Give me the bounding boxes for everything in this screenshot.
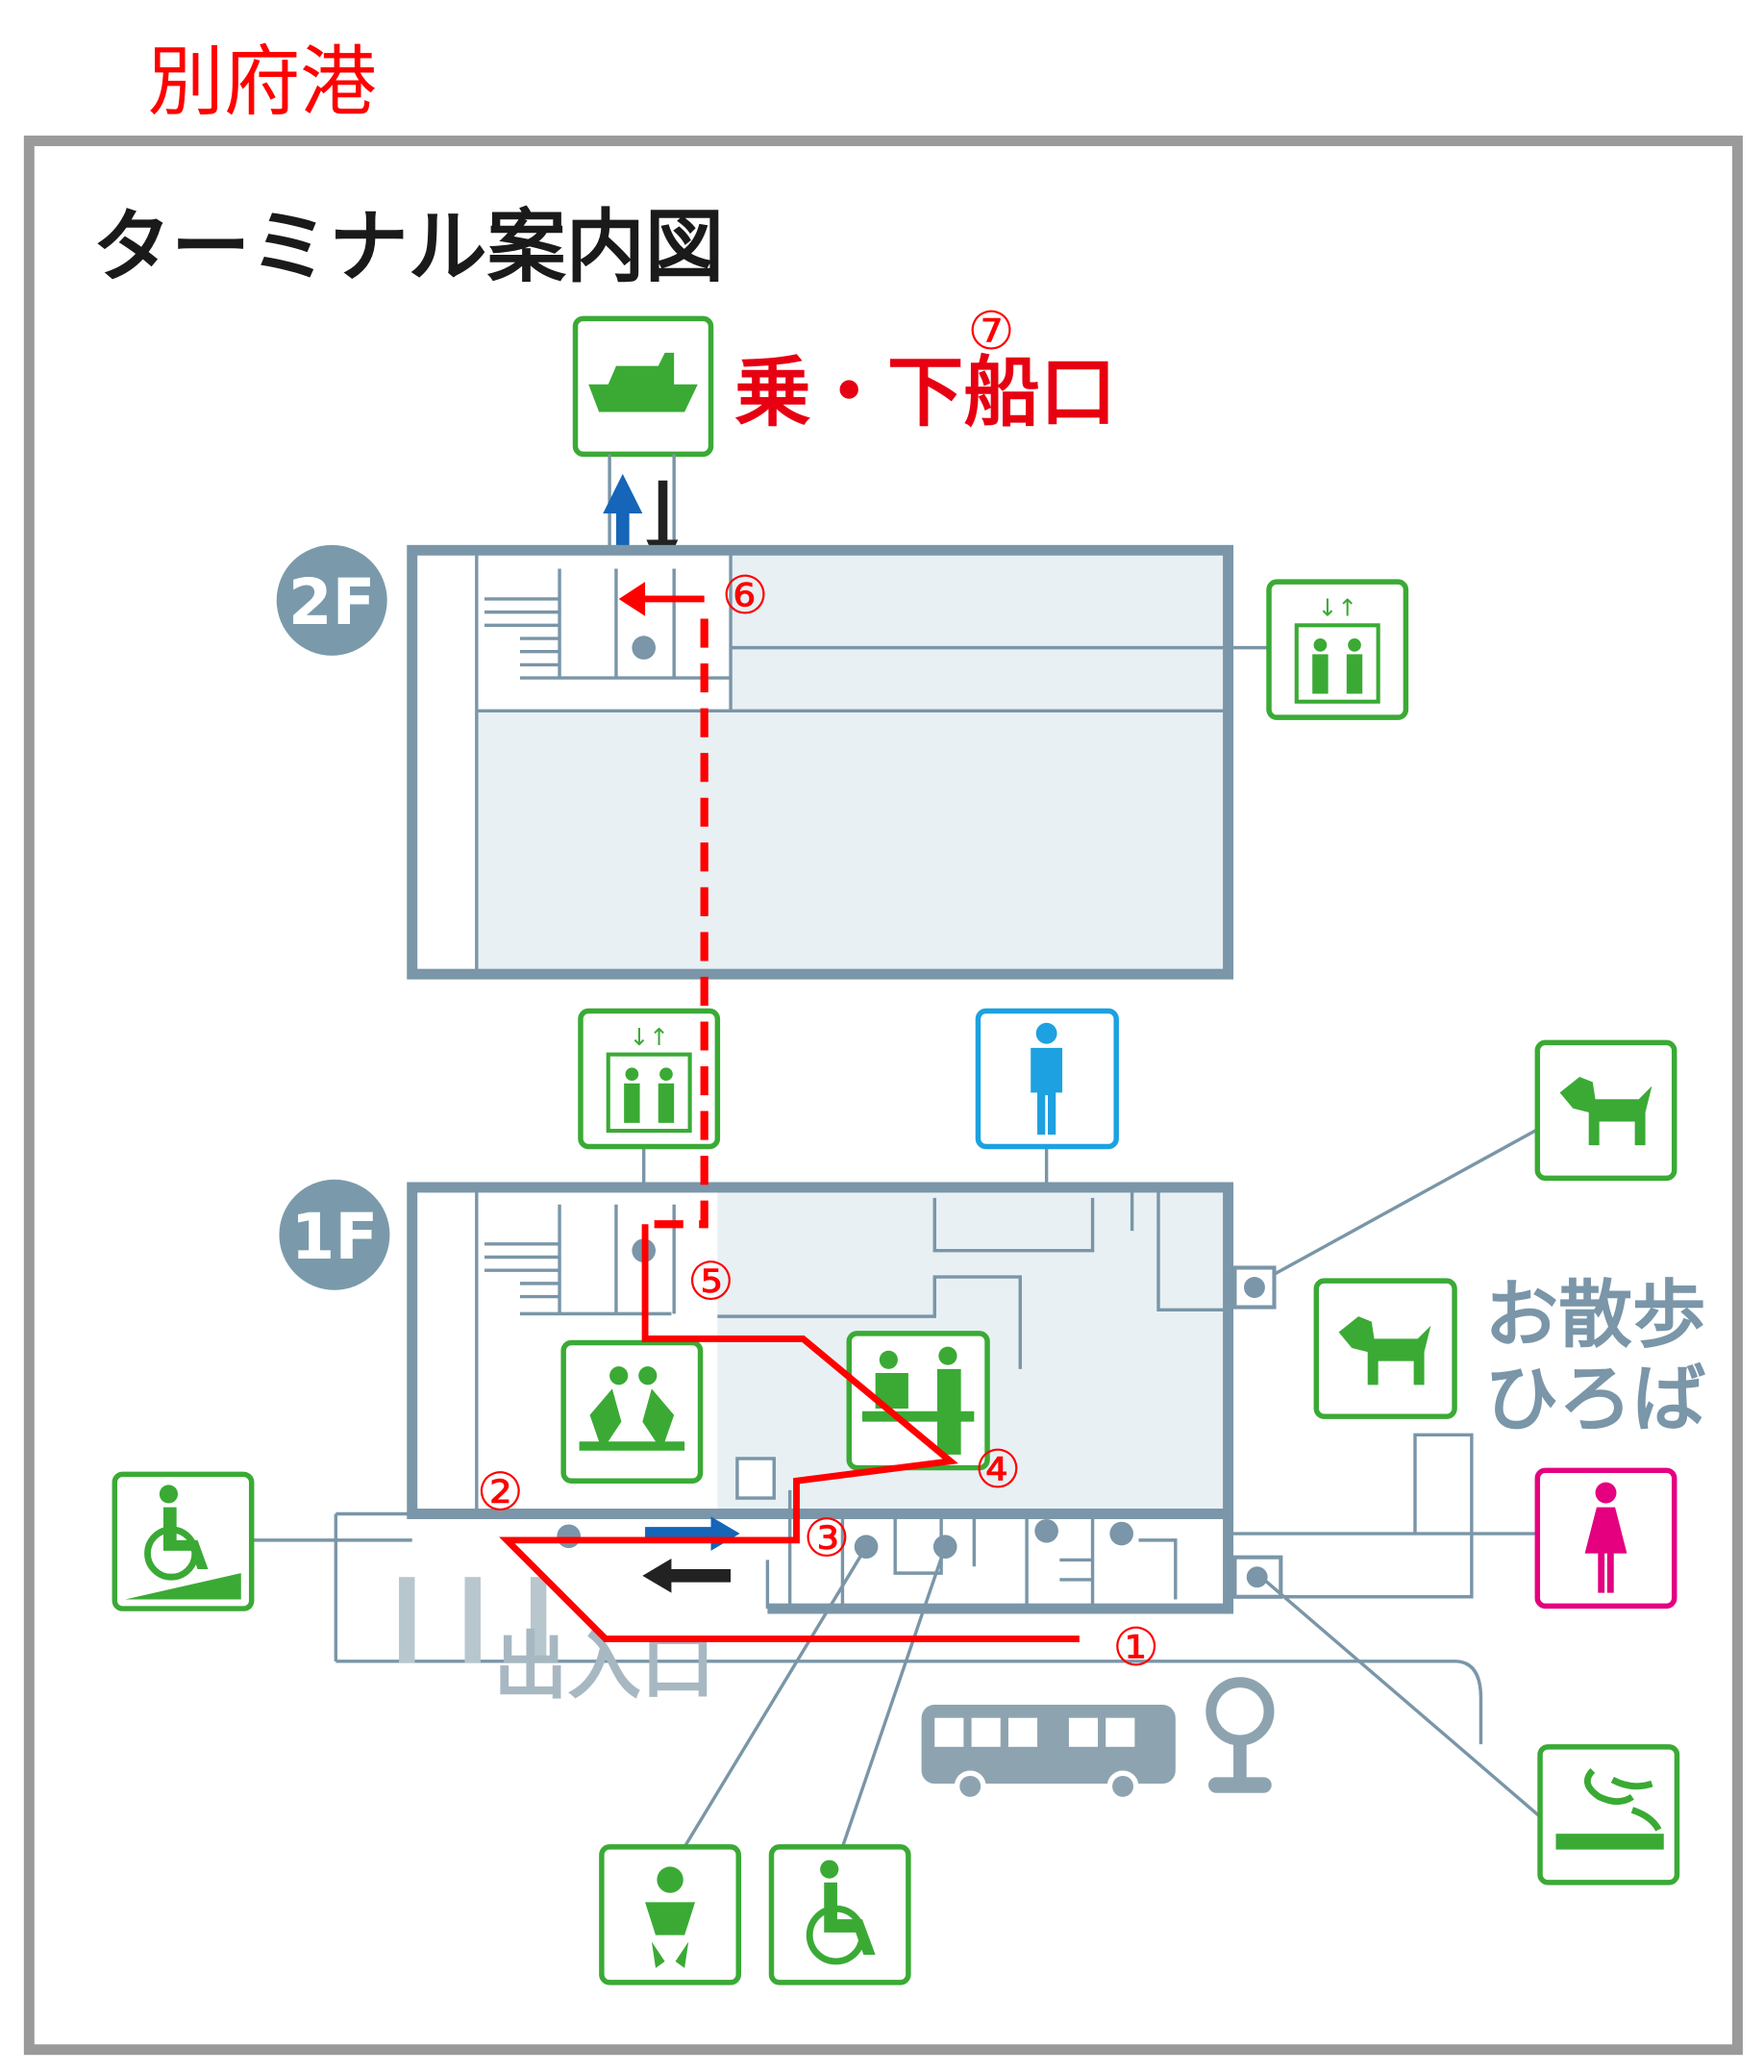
boarding-arrow-icon <box>603 473 643 573</box>
men-toilet-icon <box>975 1008 1119 1150</box>
elevator-icon: ↓↑ <box>1266 579 1409 720</box>
ship-icon <box>572 315 714 458</box>
page-title: 別府港 <box>148 37 377 126</box>
elevator-icon: ↓↑ <box>578 1008 721 1150</box>
baby-care-icon <box>599 1844 742 1985</box>
accessible-toilet-icon <box>768 1844 911 1985</box>
route-arrow-icon <box>618 582 646 616</box>
route-step-7: ⑦ <box>967 300 1014 362</box>
dog-icon <box>1534 1039 1677 1182</box>
route-step-5: ⑤ <box>687 1250 734 1311</box>
walk-area-label: お散歩 <box>1485 1273 1706 1359</box>
walk-area-label: ひろば <box>1485 1357 1706 1442</box>
dog-icon <box>1313 1278 1457 1419</box>
bus-icon <box>921 1705 1176 1803</box>
route-solid-segment <box>499 1224 1080 1642</box>
bus-stop-icon <box>1205 1677 1275 1793</box>
route-step-1: ① <box>1112 1616 1159 1678</box>
smoking-area-icon <box>1537 1744 1680 1885</box>
leader-lines <box>251 1128 1542 1848</box>
floor-badge-1f: 1F <box>279 1179 390 1290</box>
svg-text:1F: 1F <box>291 1201 379 1274</box>
map-heading: ターミナル案内図 <box>92 202 724 293</box>
route-step-6: ⑥ <box>721 564 768 626</box>
information-icon <box>846 1331 990 1471</box>
route-step-4: ④ <box>974 1438 1021 1500</box>
floor-2f-plan <box>407 544 1234 980</box>
waiting-area-icon <box>560 1339 704 1485</box>
svg-text:↓↑: ↓↑ <box>1318 594 1357 622</box>
women-toilet-icon <box>1534 1467 1677 1610</box>
svg-text:2F: 2F <box>288 566 376 639</box>
exit-arrow-icon <box>642 1559 732 1593</box>
floor-badge-2f: 2F <box>276 544 387 656</box>
svg-text:↓↑: ↓↑ <box>630 1023 669 1051</box>
route-step-2: ② <box>477 1460 524 1522</box>
wheelchair-ramp-icon <box>112 1471 255 1611</box>
route-step-3: ③ <box>803 1507 850 1568</box>
route-dashed-segment <box>647 618 708 1229</box>
boarding-gate-label: 乗・下船口 <box>734 347 1116 437</box>
